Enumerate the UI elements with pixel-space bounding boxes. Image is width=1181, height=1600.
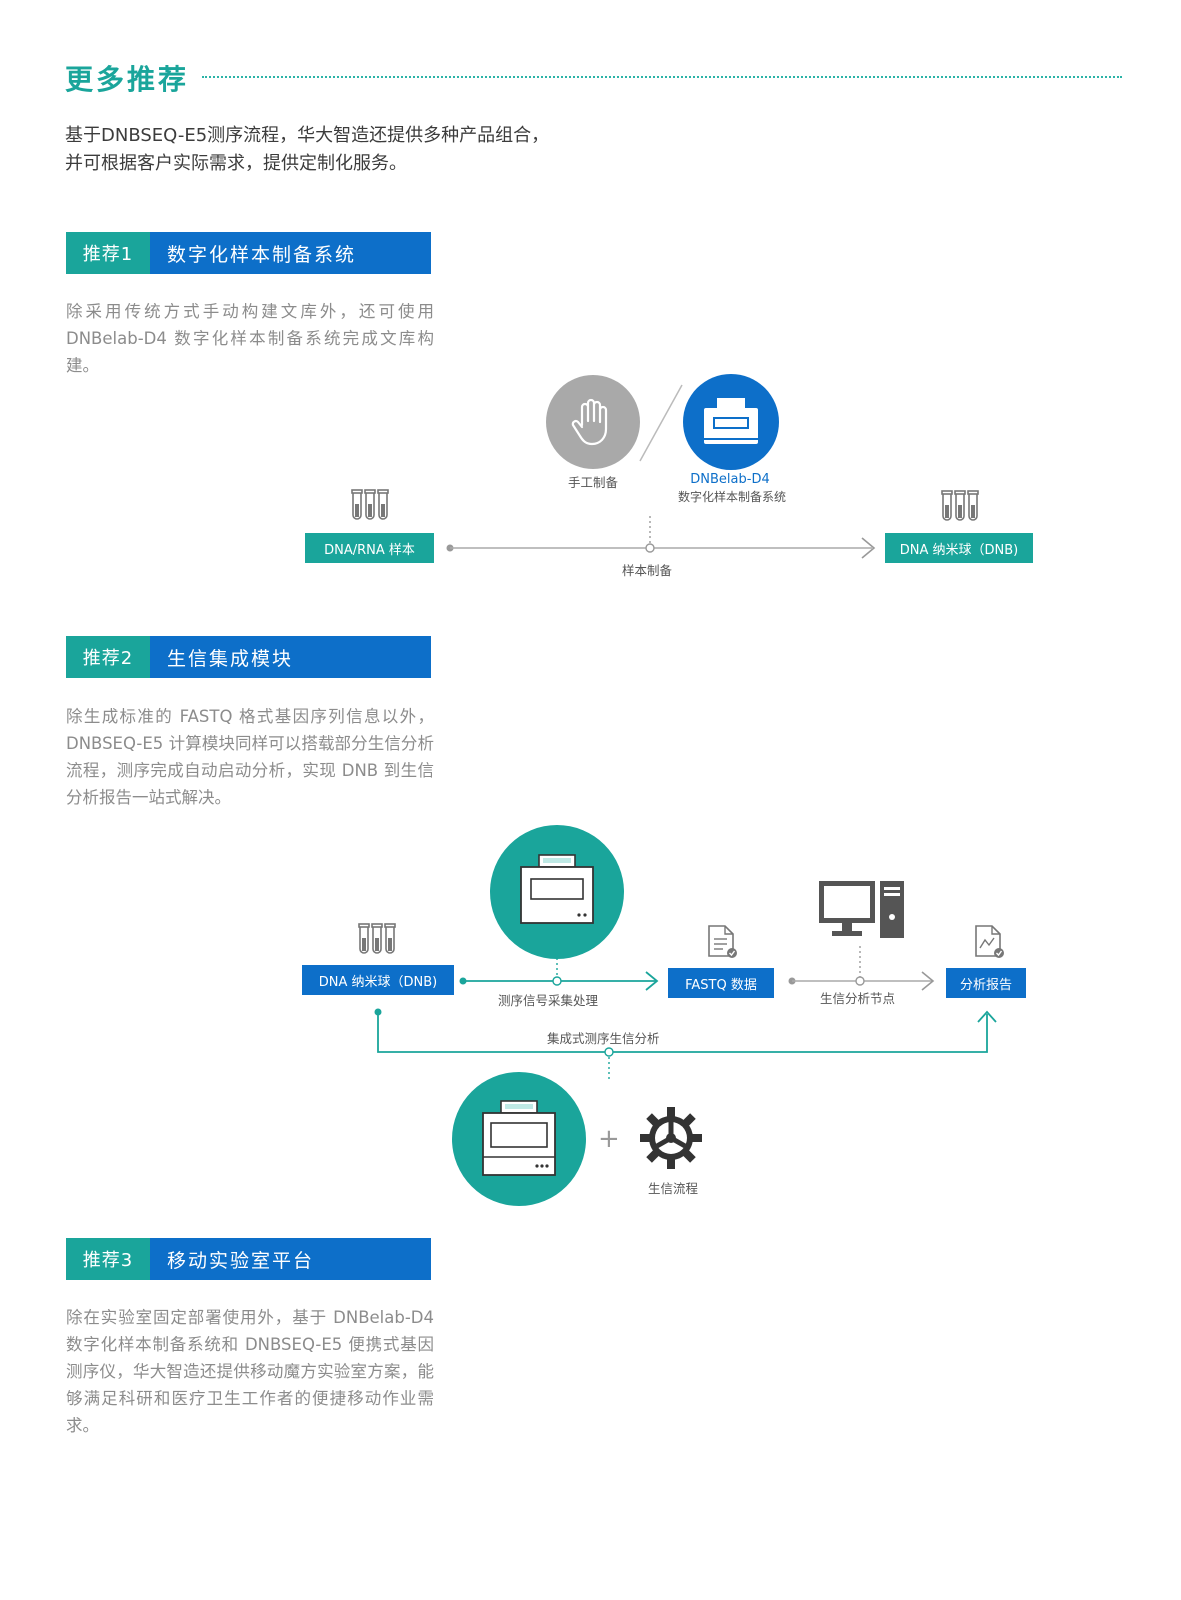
report-box: 分析报告 [946,968,1026,998]
rec3-banner: 推荐3 移动实验室平台 [66,1238,431,1280]
report-icon [975,925,1004,958]
rec3-description: 除在实验室固定部署使用外，基于 DNBelab-D4 数字化样本制备系统和 DN… [66,1308,434,1435]
integrated-sequencer-circle [452,1072,586,1206]
sequencer-icon [520,854,594,924]
fastq-box: FASTQ 数据 [668,968,774,998]
integrated-analysis-label: 集成式测序生信分析 [547,1031,660,1046]
test-tubes-icon [941,490,979,521]
section-title: 更多推荐 [65,63,190,96]
rec1-flow-arrow [446,516,876,559]
title-divider [202,76,1122,78]
manual-prep-circle [546,375,640,469]
computer-icon [819,881,904,938]
rec2-tag: 推荐2 [66,636,150,678]
device-circle [683,374,779,470]
signal-processing-label: 测序信号采集处理 [498,993,599,1008]
sequencer-circle [490,825,624,959]
pipeline-label: 生信流程 [648,1181,699,1196]
sequencer-icon [482,1100,556,1176]
device-desc: 数字化样本制备系统 [677,490,786,504]
intro-text: 基于DNBSEQ-E5测序流程，华大智造还提供多种产品组合， 并可根据客户实际需… [65,122,625,178]
dnb-input-box: DNA 纳米球（DNB) [302,965,454,995]
rec1-name: 数字化样本制备系统 [150,232,431,274]
bioinfo-node-label: 生信分析节点 [820,991,896,1006]
rec2-banner: 推荐2 生信集成模块 [66,636,431,678]
intro-line-2: 并可根据客户实际需求，提供定制化服务。 [65,153,407,174]
sample-prep-label: 样本制备 [622,563,673,578]
test-tubes-icon [358,923,396,954]
device-name: DNBelab-D4 [690,472,770,487]
manual-prep-label: 手工制备 [568,475,619,490]
document-icon [708,925,737,958]
intro-line-1: 基于DNBSEQ-E5测序流程，华大智造还提供多种产品组合， [65,125,550,146]
rec2-name: 生信集成模块 [150,636,431,678]
output-dnb-box: DNA 纳米球（DNB) [885,533,1033,563]
input-sample-box: DNA/RNA 样本 [305,533,434,563]
rec1-banner: 推荐1 数字化样本制备系统 [66,232,431,274]
rec3-name: 移动实验室平台 [150,1238,431,1280]
rec3-tag: 推荐3 [66,1238,150,1280]
rec2-description: 除生成标准的 FASTQ 格式基因序列信息以外，DNBSEQ-E5 计算模块同样… [66,707,434,807]
rec1-tag: 推荐1 [66,232,150,274]
divider-slash [639,384,683,462]
gear-icon [640,1107,702,1169]
test-tubes-icon [351,489,389,520]
plus-sign: + [598,1124,620,1154]
rec1-description: 除采用传统方式手动构建文库外，还可使用DNBelab-D4 数字化样本制备系统完… [66,302,434,375]
sample-prep-device-icon [704,398,758,444]
hand-icon [571,398,608,446]
